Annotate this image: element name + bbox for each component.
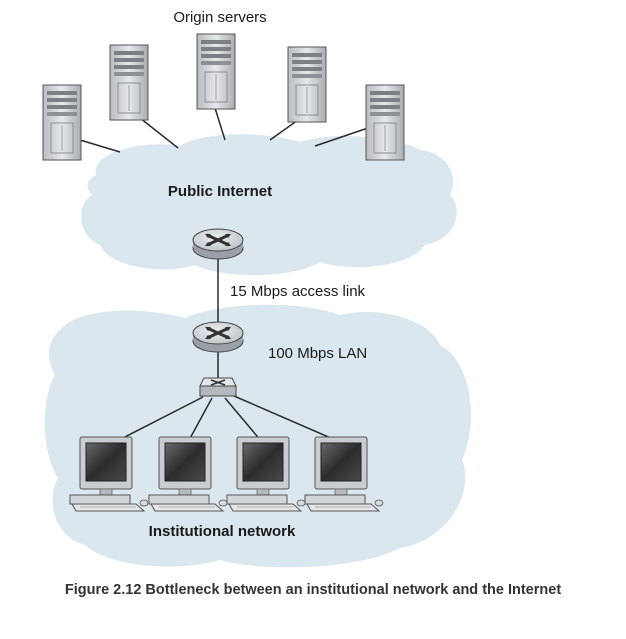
lan-link-4 <box>233 395 341 443</box>
public-internet-label: Public Internet <box>168 183 272 200</box>
router-icon <box>191 227 245 261</box>
server-tower-icon <box>365 84 405 161</box>
public-internet-cloud <box>81 134 457 276</box>
server-tower-icon <box>287 46 327 123</box>
lan-link-2 <box>187 397 213 443</box>
origin-servers-label: Origin servers <box>173 9 266 26</box>
server-link-3 <box>214 107 226 141</box>
switch-icon <box>199 377 237 397</box>
server-link-2 <box>139 117 179 149</box>
lan-label: 100 Mbps LAN <box>268 345 367 362</box>
access-link-label: 15 Mbps access link <box>230 283 366 300</box>
server-tower-icon <box>109 44 149 121</box>
lan-link-1 <box>114 396 204 443</box>
server-link-1 <box>79 139 121 153</box>
lan-link-3 <box>224 397 263 443</box>
figure-caption: Figure 2.12 Bottleneck between an instit… <box>64 582 562 598</box>
institutional-network-label: Institutional network <box>149 523 296 540</box>
server-link-5 <box>314 127 369 147</box>
server-tower-icon <box>42 84 82 161</box>
router-icon <box>191 320 245 354</box>
server-tower-icon <box>196 33 236 110</box>
